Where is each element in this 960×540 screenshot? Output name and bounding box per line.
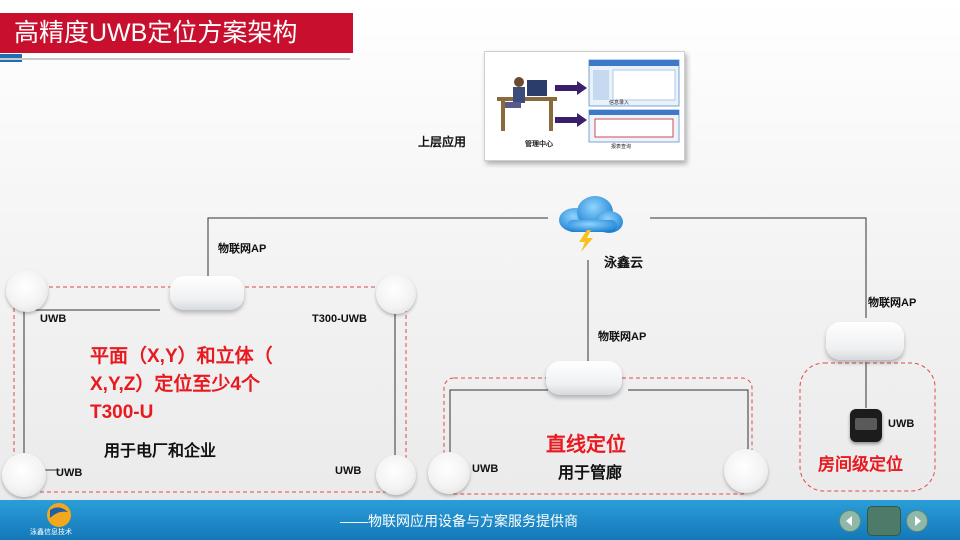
middle-ap-label: 物联网AP: [598, 331, 647, 343]
management-center-image: 信息录入 报表查询 管理中心: [484, 51, 685, 161]
uwb-anchor-top-left: [6, 270, 48, 312]
uwb-label-top-left: UWB: [40, 313, 67, 325]
left-ap-label: 物联网AP: [218, 243, 267, 255]
uwb-anchor-middle-right: [724, 449, 768, 493]
uwb-anchor-top-right: [376, 274, 416, 314]
left-subtitle: 用于电厂和企业: [104, 443, 217, 460]
left-headline-3: T300-U: [90, 402, 154, 423]
next-arrow-icon[interactable]: [906, 510, 928, 532]
left-headline-2: X,Y,Z）定位至少4个: [90, 374, 260, 395]
right-headline: 房间级定位: [818, 455, 903, 474]
uwb-anchor-middle-left: [428, 452, 470, 494]
center-caption: 管理中心: [525, 139, 553, 148]
upper-application-label: 上层应用: [418, 135, 467, 149]
screen-caption-1: 信息录入: [609, 99, 629, 106]
home-icon[interactable]: [867, 506, 901, 536]
cloud-icon: [559, 196, 623, 252]
page-title: 高精度UWB定位方案架构: [14, 19, 298, 47]
prev-arrow-icon[interactable]: [839, 510, 861, 532]
middle-headline: 直线定位: [546, 434, 626, 456]
logo-text: 泳鑫信息技术: [30, 529, 72, 536]
uwb-label-top-right: T300-UWB: [312, 313, 368, 325]
right-ap-device: [826, 322, 904, 360]
uwb-tag-label: UWB: [888, 418, 915, 430]
middle-ap-device: [546, 361, 622, 395]
middle-subtitle: 用于管廊: [558, 465, 623, 482]
logo-icon: [47, 503, 71, 527]
uwb-tag-device: [850, 409, 882, 442]
left-ap-device: [170, 276, 244, 310]
footer-slogan: ——物联网应用设备与方案服务提供商: [340, 513, 578, 529]
management-illustration: 信息录入 报表查询 管理中心: [497, 59, 680, 150]
right-ap-label: 物联网AP: [868, 297, 917, 309]
title-banner: [0, 13, 353, 53]
uwb-label-bottom-right: UWB: [335, 465, 362, 477]
left-headline-1: 平面（X,Y）和立体（: [90, 346, 273, 367]
uwb-anchor-bottom-left: [2, 453, 46, 497]
uwb-label-middle: UWB: [472, 463, 499, 475]
uwb-label-bottom-left: UWB: [56, 467, 83, 479]
uwb-anchor-bottom-right: [376, 455, 416, 495]
screen-caption-2: 报表查询: [611, 143, 631, 150]
cloud-label: 泳鑫云: [604, 255, 644, 270]
title-underline: [0, 58, 350, 60]
footer-bar: [0, 500, 960, 540]
